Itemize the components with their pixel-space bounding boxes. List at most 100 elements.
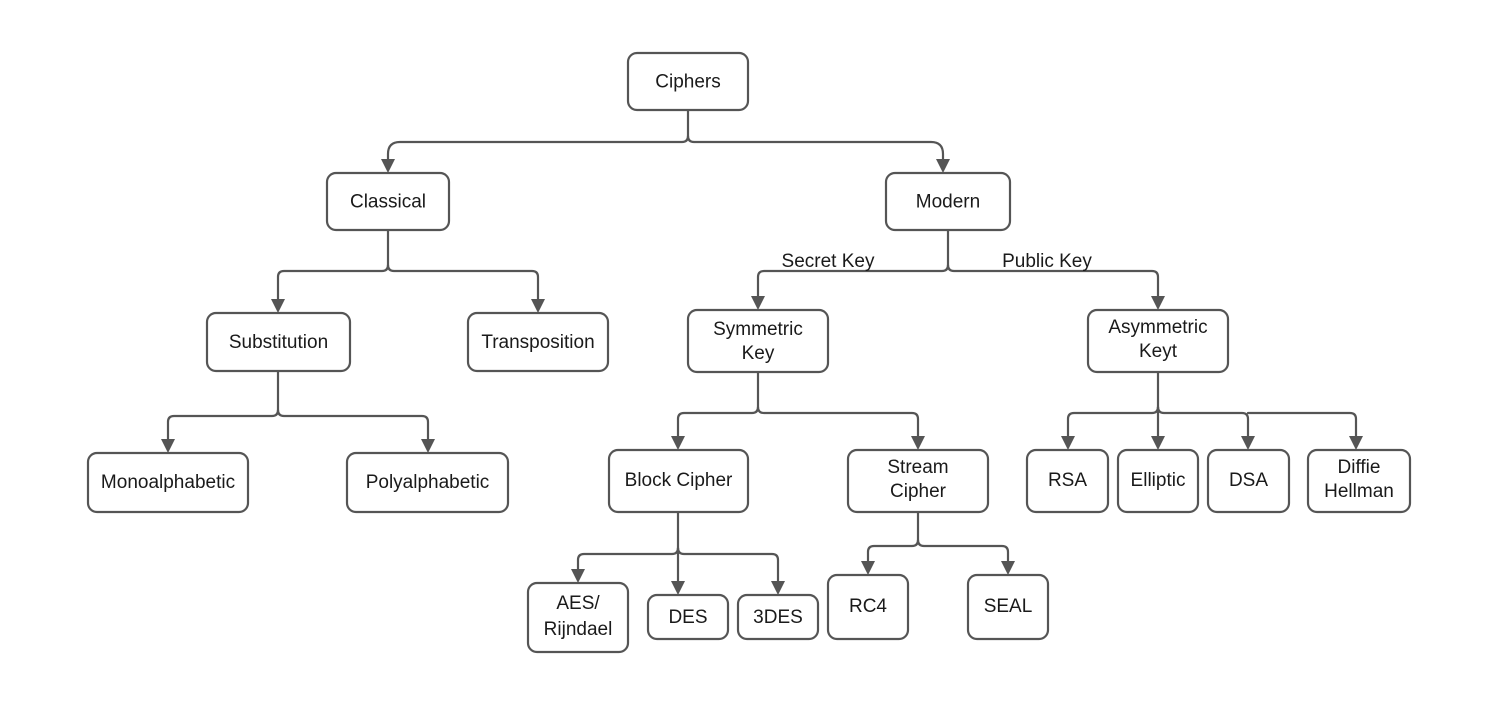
- node-rc4[interactable]: RC4: [826, 573, 910, 641]
- edge-substitution-bus: [166, 369, 280, 446]
- node-substitution-box[interactable]: [205, 311, 352, 373]
- edge-block-bus-right: [676, 546, 780, 588]
- edge-asymmetric-bus-left: [1066, 405, 1160, 443]
- node-aes-rijndael-box[interactable]: [526, 581, 630, 654]
- arrowhead-rsa: [1061, 436, 1075, 450]
- node-classical-label: Classical: [350, 192, 426, 213]
- arrowhead-transposition: [531, 299, 545, 313]
- edge-ciphers-bus: [686, 108, 945, 166]
- node-asymmetric-key-label-line1: Asymmetric: [1108, 317, 1207, 338]
- node-polyalphabetic-box[interactable]: [345, 451, 510, 514]
- node-des[interactable]: DES: [646, 593, 730, 641]
- node-rsa[interactable]: RSA: [1025, 448, 1110, 514]
- node-monoalphabetic-label: Monoalphabetic: [101, 472, 235, 493]
- node-stream-cipher[interactable]: Stream Cipher: [846, 448, 990, 514]
- arrowhead-des: [671, 581, 685, 595]
- node-seal[interactable]: SEAL: [966, 573, 1050, 641]
- node-substitution[interactable]: Substitution: [205, 311, 352, 373]
- node-polyalphabetic[interactable]: Polyalphabetic: [345, 451, 510, 514]
- edge-symmetric-bus: [676, 370, 760, 443]
- node-asymmetric-key-label-line2: Keyt: [1139, 341, 1178, 362]
- node-ciphers-label: Ciphers: [655, 72, 720, 93]
- node-rc4-box[interactable]: [826, 573, 910, 641]
- arrowhead-3des: [771, 581, 785, 595]
- edge-label-layer: Secret Key Public Key: [782, 251, 1093, 272]
- arrowhead-seal: [1001, 561, 1015, 575]
- node-symmetric-key-label-line1: Symmetric: [713, 319, 803, 340]
- node-monoalphabetic[interactable]: Monoalphabetic: [86, 451, 250, 514]
- arrowhead-block-cipher: [671, 436, 685, 450]
- node-des-box[interactable]: [646, 593, 730, 641]
- node-3des-label: 3DES: [753, 607, 803, 628]
- node-stream-cipher-box[interactable]: [846, 448, 990, 514]
- node-transposition[interactable]: Transposition: [466, 311, 610, 373]
- edge-classical-bus-right: [386, 263, 540, 306]
- node-modern-box[interactable]: [884, 171, 1012, 232]
- node-rsa-box[interactable]: [1025, 448, 1110, 514]
- edge-symmetric-bus-right: [756, 405, 920, 443]
- node-symmetric-key-label-line2: Key: [742, 343, 775, 364]
- node-classical-box[interactable]: [325, 171, 451, 232]
- node-seal-label: SEAL: [984, 596, 1033, 617]
- node-classical[interactable]: Classical: [325, 171, 451, 232]
- arrowhead-dsa: [1241, 436, 1255, 450]
- node-monoalphabetic-box[interactable]: [86, 451, 250, 514]
- node-layer: Ciphers Classical Modern Substitution Tr…: [86, 51, 1412, 654]
- edge-modern-bus-right: [946, 263, 1160, 303]
- edge-layer: [161, 108, 1363, 595]
- node-elliptic[interactable]: Elliptic: [1116, 448, 1200, 514]
- node-elliptic-box[interactable]: [1116, 448, 1200, 514]
- node-stream-cipher-label-line2: Cipher: [890, 481, 947, 502]
- node-dsa-box[interactable]: [1206, 448, 1291, 514]
- node-aes-rijndael-label-line1: AES/: [556, 593, 600, 614]
- node-block-cipher-label: Block Cipher: [625, 470, 733, 491]
- node-symmetric-key[interactable]: Symmetric Key: [686, 308, 830, 374]
- node-aes-rijndael[interactable]: AES/ Rijndael: [526, 581, 630, 654]
- node-elliptic-label: Elliptic: [1131, 470, 1186, 491]
- arrowhead-elliptic: [1151, 436, 1165, 450]
- node-modern-label: Modern: [916, 192, 980, 213]
- node-diffie-hellman[interactable]: Diffie Hellman: [1306, 448, 1412, 514]
- edge-asymmetric-bus-right: [1246, 411, 1358, 443]
- node-block-cipher[interactable]: Block Cipher: [607, 448, 750, 514]
- node-asymmetric-key[interactable]: Asymmetric Keyt: [1086, 308, 1230, 374]
- node-transposition-box[interactable]: [466, 311, 610, 373]
- node-diffie-hellman-label-line2: Hellman: [1324, 481, 1394, 502]
- node-transposition-label: Transposition: [481, 332, 594, 353]
- node-ciphers[interactable]: Ciphers: [626, 51, 750, 112]
- edge-asymmetric-bus-dsa: [1156, 405, 1250, 443]
- edge-ciphers-bus-left: [386, 134, 690, 166]
- edge-block-bus-left: [576, 546, 680, 576]
- arrowhead-stream-cipher: [911, 436, 925, 450]
- node-rsa-label: RSA: [1048, 470, 1087, 491]
- node-seal-box[interactable]: [966, 573, 1050, 641]
- node-des-label: DES: [668, 607, 707, 628]
- arrowhead-symmetric: [751, 296, 765, 310]
- edge-classical-bus: [276, 228, 390, 306]
- arrowhead-monoalphabetic: [161, 439, 175, 453]
- node-dsa[interactable]: DSA: [1206, 448, 1291, 514]
- node-diffie-hellman-label-line1: Diffie: [1338, 457, 1381, 478]
- node-rc4-label: RC4: [849, 596, 887, 617]
- node-block-cipher-box[interactable]: [607, 448, 750, 514]
- arrowhead-modern: [936, 159, 950, 173]
- node-stream-cipher-label-line1: Stream: [887, 457, 948, 478]
- node-diffie-hellman-box[interactable]: [1306, 448, 1412, 514]
- edge-substitution-bus-right: [276, 408, 430, 446]
- node-3des-box[interactable]: [736, 593, 820, 641]
- arrowhead-rc4: [861, 561, 875, 575]
- node-symmetric-key-box[interactable]: [686, 308, 830, 374]
- arrowhead-aes-rijndael: [571, 569, 585, 583]
- arrowhead-diffie-hellman: [1349, 436, 1363, 450]
- edge-label-public-key: Public Key: [1002, 251, 1092, 272]
- node-modern[interactable]: Modern: [884, 171, 1012, 232]
- arrowhead-polyalphabetic: [421, 439, 435, 453]
- edge-label-secret-key: Secret Key: [782, 251, 875, 272]
- node-3des[interactable]: 3DES: [736, 593, 820, 641]
- node-asymmetric-key-box[interactable]: [1086, 308, 1230, 374]
- node-polyalphabetic-label: Polyalphabetic: [366, 472, 490, 493]
- node-ciphers-box[interactable]: [626, 51, 750, 112]
- node-dsa-label: DSA: [1229, 470, 1268, 491]
